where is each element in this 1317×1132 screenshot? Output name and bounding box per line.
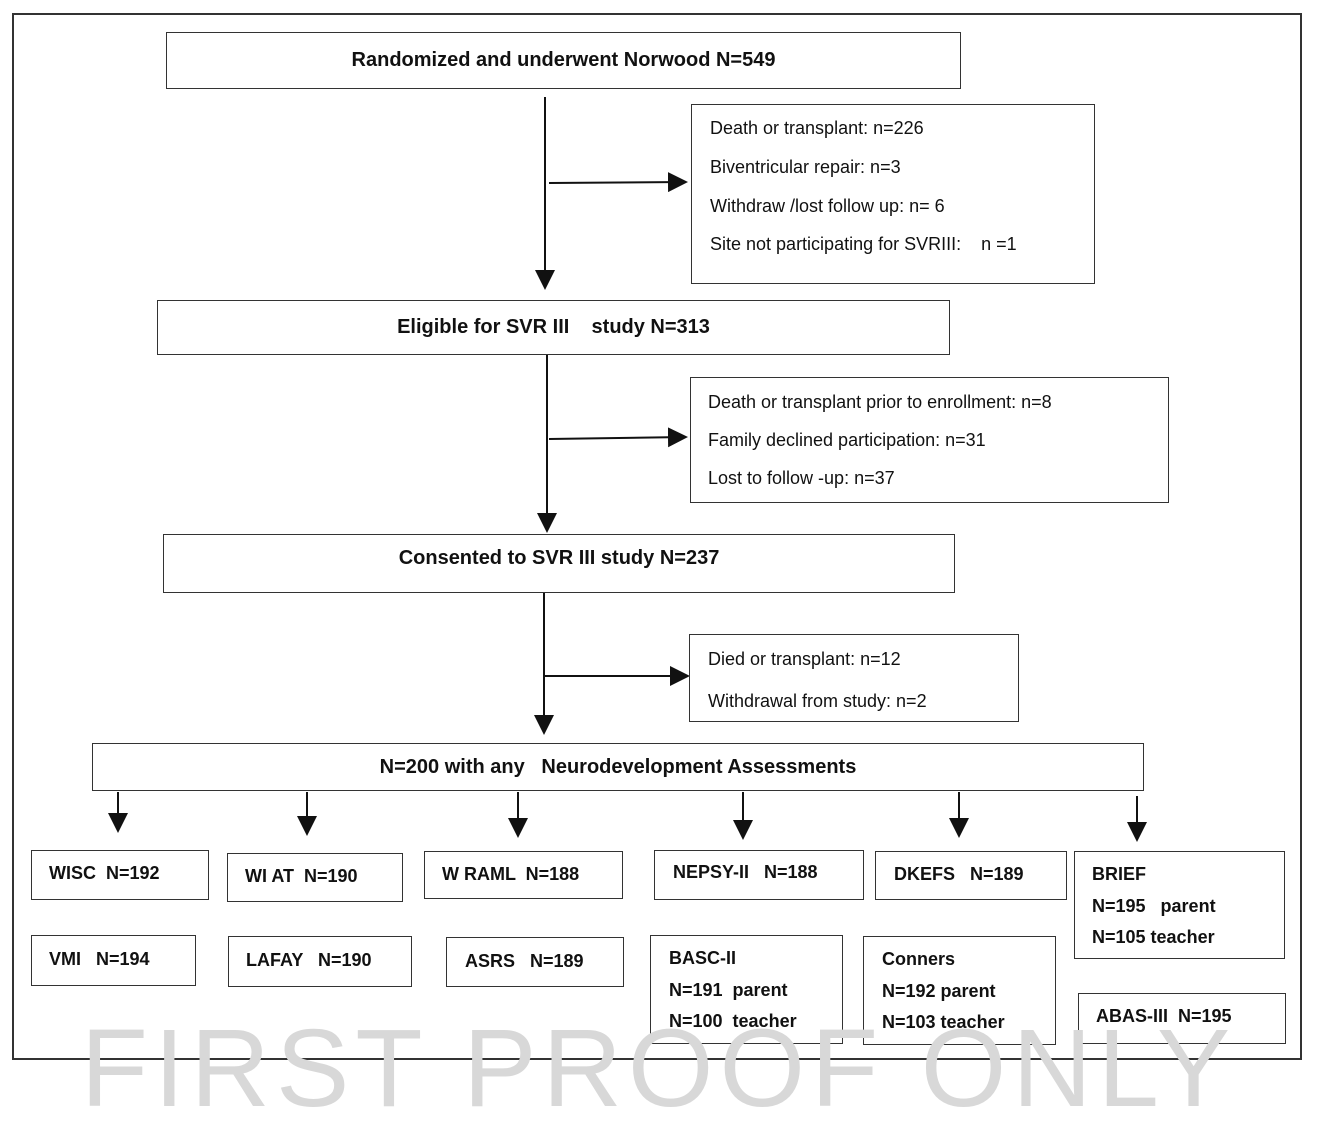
exclusion-item: Biventricular repair: n=3 <box>710 157 901 177</box>
assessment-label: WI AT N=190 <box>245 866 358 886</box>
exclusion-item: Death or transplant: n=226 <box>710 118 924 138</box>
assessment-label: N=192 parent <box>882 981 996 1001</box>
assessed-box: N=200 with any Neurodevelopment Assessme… <box>92 743 1144 791</box>
assessment-label: VMI N=194 <box>49 949 150 969</box>
assessment-label: ASRS N=189 <box>465 951 584 971</box>
assessment-dkefs: DKEFS N=189 <box>875 851 1067 900</box>
assessment-basc: BASC-II N=191 parent N=100 teacher <box>650 935 843 1044</box>
norwood-box: Randomized and underwent Norwood N=549 <box>166 32 961 89</box>
eligible-label: Eligible for SVR III study N=313 <box>397 316 710 338</box>
norwood-label: Randomized and underwent Norwood N=549 <box>351 49 776 71</box>
assessment-lafay: LAFAY N=190 <box>228 936 412 987</box>
exclusion-item: Lost to follow -up: n=37 <box>708 468 895 488</box>
assessment-brief: BRIEF N=195 parent N=105 teacher <box>1074 851 1285 959</box>
exclusion-item: Site not participating for SVRIII: n =1 <box>710 234 1017 254</box>
eligible-box: Eligible for SVR III study N=313 <box>157 300 950 355</box>
assessment-wiat: WI AT N=190 <box>227 853 403 902</box>
assessment-label: LAFAY N=190 <box>246 950 372 970</box>
exclusion-item: Withdrawal from study: n=2 <box>708 691 927 711</box>
assessment-label: Conners <box>882 949 956 969</box>
assessment-label: DKEFS N=189 <box>894 864 1024 884</box>
assessment-conners: Conners N=192 parent N=103 teacher <box>863 936 1056 1045</box>
assessed-label: N=200 with any Neurodevelopment Assessme… <box>379 755 857 778</box>
assessment-label: N=100 teacher <box>669 1011 797 1031</box>
assessment-label: N=105 teacher <box>1092 927 1215 947</box>
assessment-label: ABAS-III N=195 <box>1096 1006 1232 1026</box>
diagram-frame <box>12 13 1302 1060</box>
watermark-text: FIRST PROOF ONLY <box>80 1007 1237 1130</box>
consented-label: Consented to SVR III study N=237 <box>398 547 720 569</box>
assessment-nepsy: NEPSY-II N=188 <box>654 850 864 900</box>
exclusion-item: Withdraw /lost follow up: n= 6 <box>710 196 945 216</box>
consented-box: Consented to SVR III study N=237 <box>163 534 955 593</box>
assessment-label: BRIEF <box>1092 864 1146 884</box>
exclusion-item: Death or transplant prior to enrollment:… <box>708 392 1052 412</box>
assessment-wraml: W RAML N=188 <box>424 851 623 899</box>
assessment-label: BASC-II <box>669 948 736 968</box>
exclusion-item: Died or transplant: n=12 <box>708 649 901 669</box>
exclusion-box-1: Death or transplant: n=226 Biventricular… <box>691 104 1095 284</box>
exclusion-box-2: Death or transplant prior to enrollment:… <box>690 377 1169 503</box>
assessment-label: W RAML N=188 <box>442 864 580 884</box>
flow-arrows <box>108 97 1147 842</box>
assessment-asrs: ASRS N=189 <box>446 937 624 987</box>
assessment-vmi: VMI N=194 <box>31 935 196 986</box>
assessment-label: N=195 parent <box>1092 896 1216 916</box>
assessment-label: NEPSY-II N=188 <box>673 862 818 882</box>
exclusion-box-3: Died or transplant: n=12 Withdrawal from… <box>689 634 1019 722</box>
assessment-abas: ABAS-III N=195 <box>1078 993 1286 1044</box>
assessment-label: WISC N=192 <box>49 863 160 883</box>
exclusion-item: Family declined participation: n=31 <box>708 430 986 450</box>
assessment-wisc: WISC N=192 <box>31 850 209 900</box>
assessment-label: N=191 parent <box>669 980 788 1000</box>
assessment-label: N=103 teacher <box>882 1012 1005 1032</box>
